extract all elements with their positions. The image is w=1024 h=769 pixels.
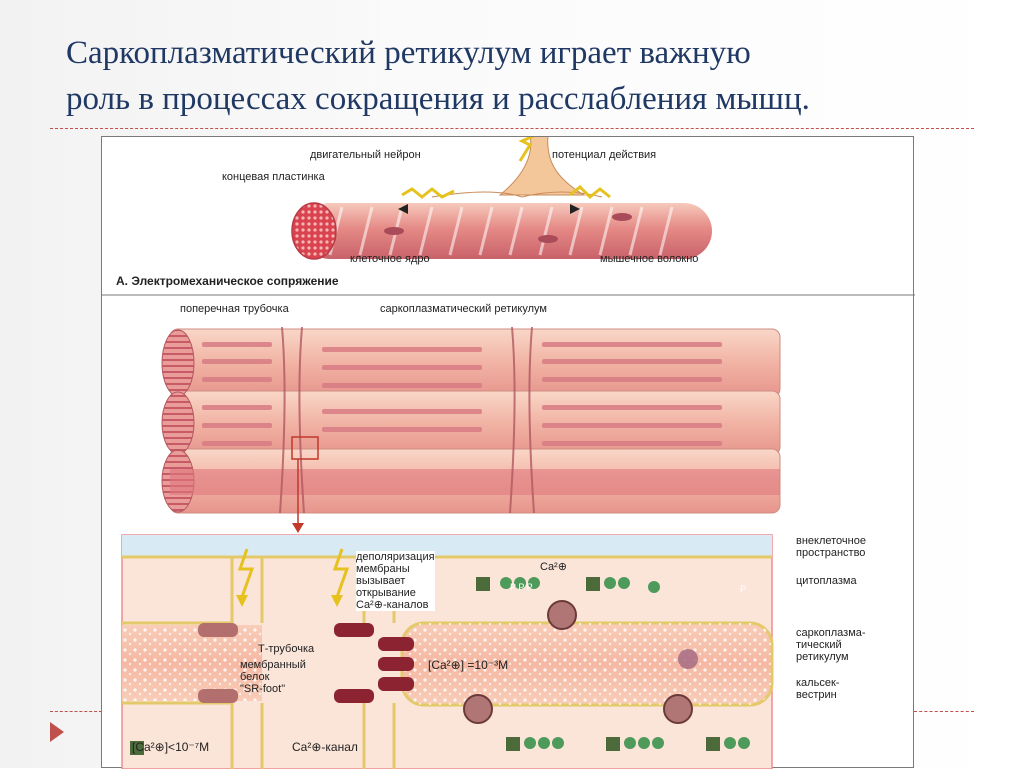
motor-neuron-shape — [398, 137, 611, 214]
label-sarcoplasmic-reticulum-b: саркоплазматический ретикулум — [380, 303, 547, 315]
muscle-diagram-figure: двигательный нейрон потенциал действия к… — [101, 136, 915, 769]
label-ca-channel: Ca²⊕-канал — [292, 740, 358, 754]
label-atp-top: P P P — [510, 582, 533, 592]
panel-b-myofibrils — [161, 326, 781, 533]
muscle-diagram-artwork — [102, 137, 915, 769]
label-cell-nucleus: клеточное ядро — [350, 253, 430, 265]
panel-c-detail — [121, 534, 774, 769]
panel-a-muscle-fiber — [291, 202, 712, 260]
label-depolarization: деполяризация мембраны вызывает открыван… — [356, 551, 435, 611]
panel-a-caption: А. Электромеханическое сопряжение — [116, 274, 339, 288]
label-extracellular-space: внеклеточное пространство — [796, 535, 866, 559]
title-divider — [50, 128, 974, 129]
label-ca-concentration-low: [Ca²⊕]<10⁻⁷М — [132, 740, 210, 754]
label-calsequestrin: кальсек- вестрин — [796, 677, 840, 701]
footer-divider-left — [50, 711, 102, 712]
label-ca-ion: Ca²⊕ — [540, 561, 567, 573]
label-motor-neuron: двигательный нейрон — [310, 149, 421, 161]
label-ca-concentration-high: [Ca²⊕] =10⁻³М — [428, 658, 509, 672]
label-sarcoplasmic-reticulum-c: саркоплазма- тический ретикулум — [796, 627, 866, 663]
slide-title-line-1: Саркоплазматический ретикулум играет важ… — [66, 35, 751, 71]
label-muscle-fiber: мышечное волокно — [600, 253, 699, 265]
slide-title: Саркоплазматический ретикулум играет важ… — [66, 30, 966, 122]
label-cytoplasm: цитоплазма — [796, 575, 857, 587]
label-t-tubule-c: Т-трубочка — [258, 643, 315, 655]
label-membrane-protein: мембранный белок "SR-foot" — [240, 659, 306, 695]
label-end-plate: концевая пластинка — [222, 171, 325, 183]
label-t-tubule-b: поперечная трубочка — [180, 303, 289, 315]
label-action-potential: потенциал действия — [552, 149, 657, 161]
slide-title-line-2: роль в процессах сокращения и расслаблен… — [66, 81, 810, 117]
next-slide-arrow-icon[interactable] — [50, 722, 64, 742]
label-phosphate: P — [740, 584, 747, 594]
footer-divider-right — [914, 711, 974, 712]
